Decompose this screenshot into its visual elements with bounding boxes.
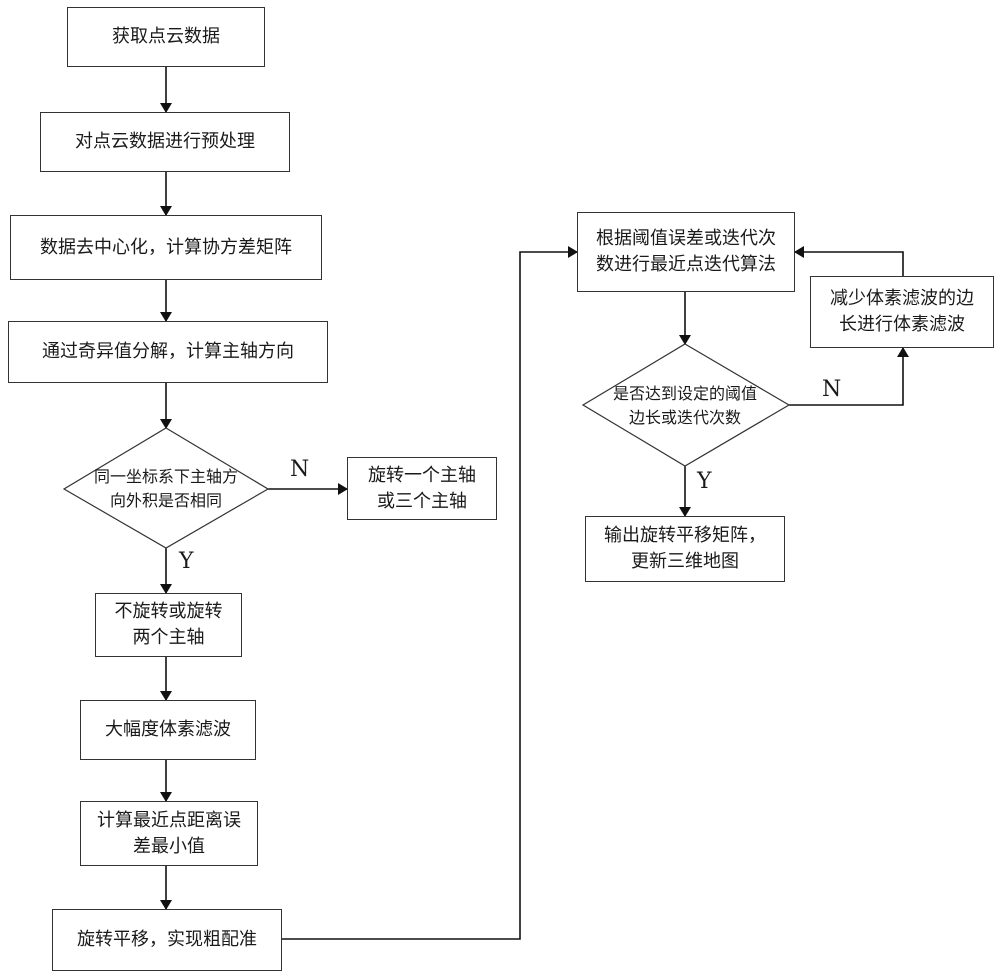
decision-2-line-1: 是否达到设定的阈值	[613, 382, 757, 406]
label-no-2: N	[822, 378, 841, 402]
node-acquire-point-cloud: 获取点云数据	[67, 7, 265, 67]
node-reduce-voxel-size: 减少体素滤波的边 长进行体素滤波	[810, 276, 994, 348]
node-preprocess: 对点云数据进行预处理	[40, 112, 290, 172]
decision-1-line-1: 同一坐标系下主轴方	[94, 465, 238, 489]
node-coarse-voxel-filter: 大幅度体素滤波	[80, 700, 256, 760]
node-output-transform-matrix: 输出旋转平移矩阵， 更新三维地图	[585, 516, 785, 582]
node-coarse-registration: 旋转平移，实现粗配准	[52, 909, 282, 971]
node-min-nearest-distance-error: 计算最近点距离误 差最小值	[80, 801, 258, 866]
decision-2-line-2: 边长或迭代次数	[629, 406, 741, 430]
decision-2-text: 是否达到设定的阈值 边长或迭代次数	[592, 380, 778, 432]
node-svd-principal-axes: 通过奇异值分解，计算主轴方向	[8, 321, 328, 383]
arrow-d2-m2	[789, 348, 903, 405]
arrow-m2-m1	[795, 252, 903, 276]
decision-1-line-2: 向外积是否相同	[110, 489, 222, 513]
label-no-1: N	[290, 458, 309, 482]
label-yes-2: Y	[697, 470, 712, 494]
label-yes-1: Y	[179, 550, 194, 574]
node-no-rotation-or-two-axes: 不旋转或旋转 两个主轴	[95, 593, 242, 657]
node-decentralize-covariance: 数据去中心化，计算协方差矩阵	[10, 215, 322, 280]
node-rotate-one-or-three-axes: 旋转一个主轴 或三个主轴	[347, 457, 497, 520]
node-icp-iteration: 根据阈值误差或迭代次 数进行最近点迭代算法	[577, 212, 795, 292]
decision-1-text: 同一坐标系下主轴方 向外积是否相同	[74, 463, 258, 515]
